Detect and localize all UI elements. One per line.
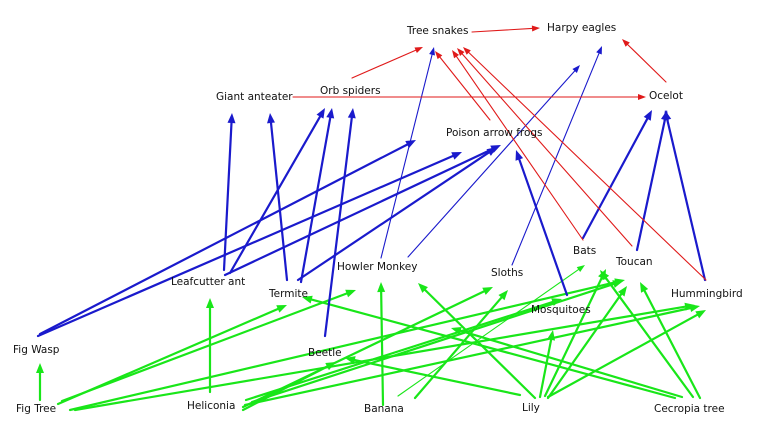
- feeding-arrow: [250, 280, 623, 404]
- feeding-arrow: [222, 113, 236, 272]
- feeding-arrow: [38, 140, 416, 336]
- feeding-arrow: [452, 50, 584, 241]
- node-fig-tree: Fig Tree: [16, 403, 57, 415]
- node-banana: Banana: [364, 403, 404, 415]
- feeding-arrow: [435, 51, 491, 121]
- node-bats: Bats: [573, 245, 597, 257]
- feeding-arrow: [36, 152, 462, 338]
- feeding-arrow: [600, 270, 695, 399]
- feeding-arrow: [418, 283, 537, 400]
- node-lily: Lily: [522, 402, 540, 414]
- node-harpy-eagles: Harpy eagles: [547, 22, 617, 34]
- feeding-arrow: [228, 108, 325, 275]
- feeding-arrow: [302, 295, 677, 400]
- node-orb-spiders: Orb spiders: [320, 85, 381, 97]
- feeding-arrow: [243, 304, 700, 407]
- node-tree-snakes: Tree snakes: [407, 25, 469, 37]
- feeding-arrow: [451, 327, 684, 399]
- node-howler-monkey: Howler Monkey: [337, 261, 418, 273]
- feeding-arrow: [538, 330, 556, 399]
- feeding-arrow: [351, 47, 423, 79]
- feeding-arrow: [267, 113, 289, 282]
- node-toucan: Toucan: [616, 256, 653, 268]
- feeding-arrow: [323, 108, 356, 338]
- node-cecropia-tree: Cecropia tree: [654, 403, 725, 415]
- feeding-arrow: [546, 310, 706, 399]
- node-termite: Termite: [269, 288, 308, 300]
- node-ocelot: Ocelot: [649, 90, 683, 102]
- feeding-arrow: [60, 289, 356, 403]
- feeding-arrow: [292, 94, 646, 100]
- node-hummingbird: Hummingbird: [671, 288, 743, 300]
- node-poison-arrow-frogs: Poison arrow frogs: [446, 127, 543, 139]
- feeding-arrow: [299, 108, 335, 284]
- feeding-arrow: [457, 48, 633, 247]
- feeding-arrow: [471, 25, 540, 33]
- node-heliconia: Heliconia: [187, 400, 236, 412]
- feeding-arrow: [296, 147, 497, 282]
- node-mosquitoes: Mosquitoes: [531, 304, 591, 316]
- feeding-arrow: [515, 150, 569, 297]
- feeding-arrow: [640, 282, 702, 400]
- node-beetle: Beetle: [308, 347, 342, 359]
- feeding-arrow: [546, 286, 627, 400]
- feeding-arrow: [581, 110, 652, 240]
- node-giant-anteater: Giant anteater: [216, 91, 293, 103]
- node-fig-wasp: Fig Wasp: [13, 344, 60, 356]
- feeding-arrow: [36, 363, 44, 402]
- feeding-arrow: [206, 298, 214, 394]
- feeding-arrow: [345, 356, 522, 397]
- feeding-arrow: [380, 47, 435, 259]
- feeding-arrow: [511, 46, 602, 266]
- feeding-arrow: [622, 39, 667, 83]
- node-sloths: Sloths: [491, 267, 524, 279]
- node-leafcutter-ant: Leafcutter ant: [171, 276, 246, 288]
- feeding-arrow: [663, 110, 707, 282]
- feeding-arrow: [413, 290, 508, 400]
- feeding-arrow: [407, 65, 580, 258]
- feeding-arrow: [463, 47, 707, 281]
- feeding-arrow: [377, 282, 386, 407]
